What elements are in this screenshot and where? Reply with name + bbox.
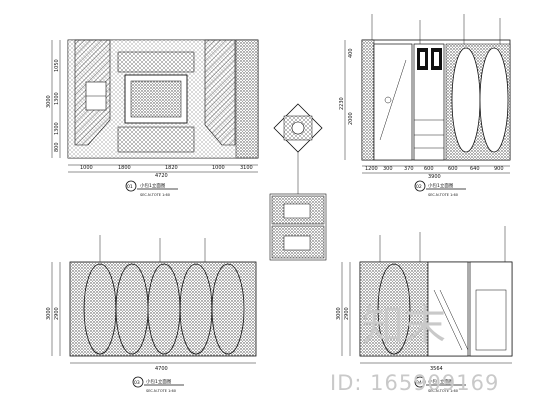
elevation-01: 1000 1800 1820 1000 3100 4720 1050 1300 … [46,39,259,197]
e1-dim-total: 4720 [155,173,168,179]
e1-dim-b4: 3100 [240,165,253,171]
e1-dim-l0: 1050 [54,59,60,72]
e3-caption-scale: SEC.N.TOTE 1:60 [146,389,176,393]
e2-dim-l2: 2230 [339,97,345,110]
e1-dim-b3: 1000 [212,165,225,171]
e2-caption-number: 02 [416,184,422,190]
e2-dim-b0: 1200 [365,166,378,172]
e2-dim-b1: 300 [383,166,393,172]
e1-dim-l2: 1300 [54,122,60,135]
e2-dim-l0: 400 [348,48,354,58]
elevation-02: 1200 300 370 600 600 640 900 3900 400 20… [339,14,511,197]
key-plan [269,103,327,261]
e1-caption-title: 小包1立面图 [140,182,166,189]
e3-dim-l1: 2900 [54,307,60,320]
watermark-id: ID: 165909169 [330,371,499,395]
e4-caption-scale: SEC.N.TOTE 1:60 [428,389,458,393]
e4-caption-number: 04 [416,380,422,386]
e1-dim-l1: 1300 [54,92,60,105]
e4-caption-title: 小包1立面图 [428,378,454,385]
e2-caption-marker [414,180,426,192]
e2-dim-b3: 600 [424,166,434,172]
e1-dim-l3: 800 [54,142,60,152]
e1-caption-number: 01 [127,184,133,190]
e2-dim-b2: 370 [404,166,414,172]
elevation-04: 3564 3000 2900 04 小包1立面图 SEC.N.TOTE 1:60 [336,226,513,393]
watermark: 知末 ID: 165909169 [330,301,499,395]
e4-dim-total: 3564 [430,366,443,372]
e3-caption-marker [132,376,144,388]
e1-dim-l4: 3000 [46,95,52,108]
e2-caption-scale: SEC.N.TOTE 1:60 [428,193,458,197]
e1-caption-scale: SEC.N.TOTE 1:60 [140,193,170,197]
e1-caption-marker [125,180,137,192]
e1-dim-b2: 1820 [165,165,178,171]
elevation-03: 4700 3000 2900 03 小包1立面图 SEC.N.TOTE 1:60 [46,235,257,393]
e2-dim-b6: 900 [494,166,504,172]
watermark-logo: 知末 [362,301,446,350]
e2-dim-b5: 640 [470,166,480,172]
e2-dim-total: 3900 [428,174,441,180]
e3-dim-total: 4700 [155,366,168,372]
e1-dim-b1: 1800 [118,165,131,171]
e4-dim-l1: 2900 [344,307,350,320]
e2-dim-l1: 2000 [348,112,354,125]
e1-dim-b0: 1000 [80,165,93,171]
e3-caption-number: 03 [134,380,140,386]
e3-dim-l0: 3000 [46,307,52,320]
e4-caption-marker [414,376,426,388]
e4-dim-l0: 3000 [336,307,342,320]
e2-dim-b4: 600 [448,166,458,172]
e2-caption-title: 小包1立面图 [428,182,454,189]
e3-caption-title: 小包1立面图 [146,378,172,385]
